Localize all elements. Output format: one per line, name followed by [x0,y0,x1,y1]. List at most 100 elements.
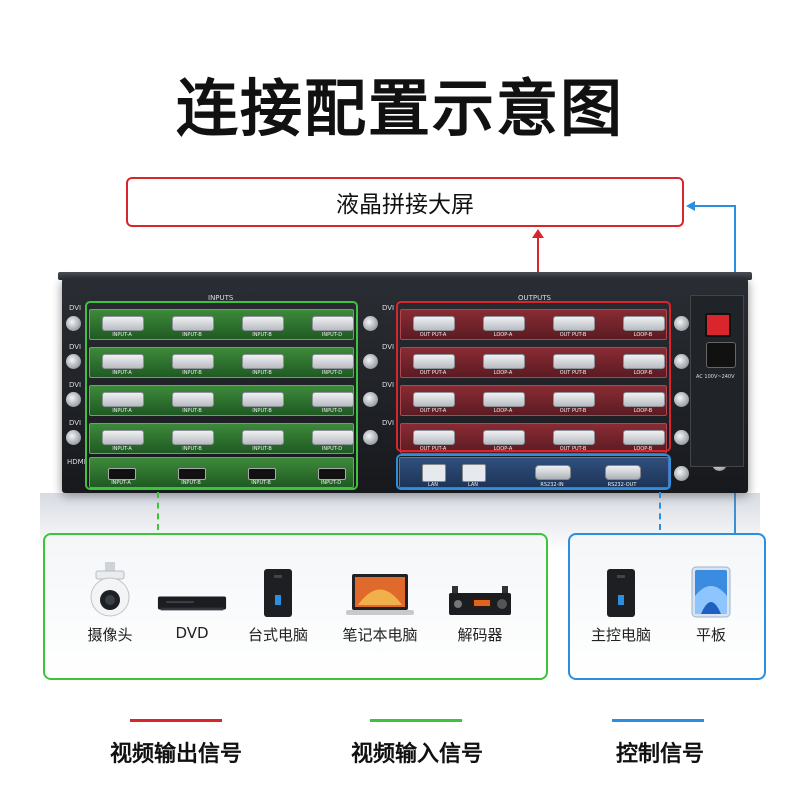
device-label: 摄像头 [87,626,133,644]
dvi-input-port[interactable] [312,430,354,445]
screw-icon [66,392,81,407]
dvi-input-port[interactable] [242,354,284,369]
dvi-input-port[interactable] [312,354,354,369]
dvi-input-port[interactable] [172,354,214,369]
desktop-pc-icon [243,560,313,618]
input-port-label: INPUT-B [252,370,272,376]
device-master-pc: 主控电脑 [578,560,664,645]
device-decoder: 解码器 [440,560,520,645]
dvi-input-port[interactable] [102,392,144,407]
dvi-output-port[interactable] [553,392,595,407]
device-camera: 摄像头 [72,560,148,645]
dvi-input-port[interactable] [242,316,284,331]
rs232-out-port[interactable] [605,465,641,480]
row-label-dvi-4: DVI [69,419,82,427]
lan-port-2[interactable] [462,464,486,482]
dvi-output-port[interactable] [553,316,595,331]
lcd-video-wall-box: 液晶拼接大屏 [126,177,684,227]
rs232-in-port[interactable] [535,465,571,480]
device-label: 平板 [695,626,726,644]
lan-label-1: LAN [427,482,439,488]
device-label: 台式电脑 [247,626,308,644]
dvi-output-port[interactable] [623,392,665,407]
rs232-out-label: RS232-OUT [607,482,637,488]
screw-icon [66,316,81,331]
device-laptop: 笔记本电脑 [330,560,430,645]
dvi-output-port[interactable] [553,430,595,445]
dvi-output-port[interactable] [413,430,455,445]
dvi-output-port[interactable] [623,430,665,445]
dvi-input-port[interactable] [242,392,284,407]
page-title: 连接配置示意图 [175,72,624,145]
lan-port-1[interactable] [422,464,446,482]
input-port-label: INPUT-B [251,480,271,486]
dvi-input-port[interactable] [102,430,144,445]
dvi-input-port[interactable] [242,430,284,445]
output-port-label: LOOP-B [633,408,653,414]
input-port-label: INPUT-B [182,446,202,452]
dvi-output-port[interactable] [483,316,525,331]
input-port-label: INPUT-A [112,408,132,414]
dvi-input-port[interactable] [172,430,214,445]
dvi-output-port[interactable] [553,354,595,369]
outputs-header: OUTPUTS [518,294,551,302]
desktop-pc-icon [586,560,656,618]
dvi-output-port[interactable] [413,392,455,407]
dvi-input-port[interactable] [102,316,144,331]
output-port-label: LOOP-B [633,332,653,338]
screw-icon [674,354,689,369]
row-label-hdmi: HDMI [67,458,86,466]
output-port-label: LOOP-A [493,446,513,452]
hdmi-input-port[interactable] [108,468,136,480]
row-label-dvi-2: DVI [69,343,82,351]
control-card: LAN LAN RS232-IN RS232-OUT [399,457,669,488]
input-port-label: INPUT-A [112,446,132,452]
inputs-header: INPUTS [208,294,234,302]
hdmi-input-port[interactable] [248,468,276,480]
dvi-output-port[interactable] [413,316,455,331]
output-port-label: LOOP-A [493,408,513,414]
dvi-input-port[interactable] [172,316,214,331]
row-label-dvi-1: DVI [69,304,82,312]
input-signal-dashed-line [157,492,159,530]
output-port-label: OUT PUT-B [559,332,587,338]
device-desktop: 台式电脑 [240,560,316,645]
device-tablet: 平板 [673,560,749,645]
hdmi-input-port[interactable] [318,468,346,480]
input-port-label: INPUT-D [321,370,343,376]
input-port-label: INPUT-A [112,332,132,338]
legend-control-label: 控制信号 [615,742,704,767]
input-port-label: INPUT-A [111,480,131,486]
legend-line-output [130,719,222,722]
power-switch[interactable] [705,313,731,337]
lan-label-2: LAN [467,482,479,488]
decoder-icon [445,560,515,618]
dvi-input-port[interactable] [172,392,214,407]
dvi-output-port[interactable] [413,354,455,369]
legend-line-control [612,719,704,722]
output-port-label: OUT PUT-A [419,446,447,452]
device-label: 解码器 [457,626,503,644]
screw-icon [363,430,378,445]
input-port-label: INPUT-B [181,480,201,486]
dvi-input-port[interactable] [312,316,354,331]
input-port-label: INPUT-A [112,370,132,376]
dvi-output-port[interactable] [483,354,525,369]
dvi-output-port[interactable] [623,316,665,331]
hdmi-input-port[interactable] [178,468,206,480]
dvi-input-port[interactable] [312,392,354,407]
dvi-output-port[interactable] [483,392,525,407]
device-label: 主控电脑 [590,626,651,644]
dvi-output-port[interactable] [623,354,665,369]
output-port-label: OUT PUT-A [419,370,447,376]
dvi-output-port[interactable] [483,430,525,445]
screen-label: 液晶拼接大屏 [336,192,474,218]
dvi-input-port[interactable] [102,354,144,369]
output-arrowhead-icon [532,229,544,238]
power-label: AC 100V~240V [696,374,735,380]
